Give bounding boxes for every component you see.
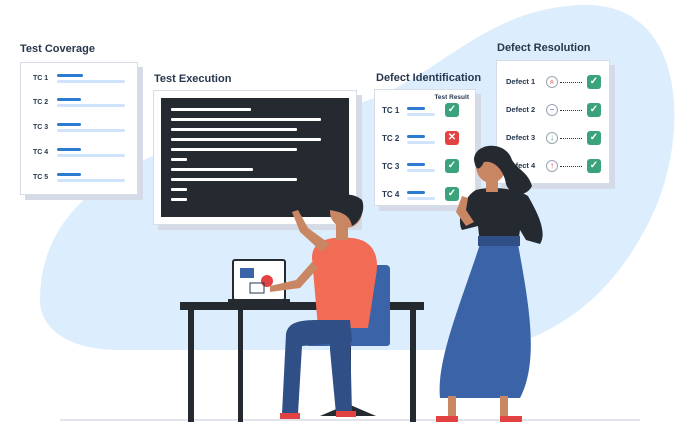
coverage-label: TC 5	[33, 174, 49, 181]
code-line	[171, 158, 187, 161]
code-line	[171, 118, 321, 121]
code-line	[171, 168, 253, 171]
coverage-label: TC 1	[33, 75, 49, 82]
defect-label: Defect 4	[506, 161, 536, 170]
down-arrow-icon: ↓	[546, 132, 558, 144]
coverage-track	[57, 80, 125, 83]
pass-check-icon: ✓	[445, 159, 459, 173]
resolution-row: Defect 2 − ✓	[496, 102, 610, 120]
identification-bar	[407, 191, 425, 194]
test-coverage-card: TC 1 TC 2 TC 3 TC 4 TC 5	[20, 62, 138, 195]
desk	[180, 302, 424, 422]
coverage-bar	[57, 173, 81, 176]
defect-label: Defect 2	[506, 105, 536, 114]
coverage-track	[57, 104, 125, 107]
pass-check-icon: ✓	[445, 103, 459, 117]
identification-label: TC 4	[382, 190, 400, 199]
coverage-row: TC 2	[21, 95, 137, 115]
coverage-row: TC 1	[21, 71, 137, 91]
fail-x-icon: ✕	[445, 131, 459, 145]
code-line	[171, 188, 187, 191]
resolved-check-icon: ✓	[587, 75, 601, 89]
dotted-connector	[560, 110, 582, 111]
coverage-row: TC 5	[21, 170, 137, 190]
identification-row: TC 1 ✓	[374, 103, 476, 123]
code-line	[171, 148, 297, 151]
defect-identification-card: Test Result	[374, 89, 476, 206]
identification-track	[407, 197, 435, 200]
dotted-connector	[560, 166, 582, 167]
defect-label: Defect 3	[506, 133, 536, 142]
identification-track	[407, 169, 435, 172]
identification-row: TC 4 ✓	[374, 187, 476, 207]
test-result-column-label: Test Result	[434, 94, 469, 101]
test-execution-heading: Test Execution	[154, 73, 232, 85]
resolution-row: Defect 1»✓	[496, 74, 610, 92]
identification-label: TC 2	[382, 134, 400, 143]
identification-label: TC 1	[382, 106, 400, 115]
coverage-track	[57, 129, 125, 132]
laptop	[228, 259, 290, 303]
dotted-connector	[560, 82, 582, 83]
test-coverage-heading: Test Coverage	[20, 43, 95, 55]
identification-row: TC 3 ✓	[374, 159, 476, 179]
defect-label: Defect 1	[506, 77, 536, 86]
resolved-check-icon: ✓	[587, 131, 601, 145]
terminal-window	[161, 98, 349, 217]
resolution-row: Defect 4 ↑ ✓	[496, 158, 610, 176]
identification-row: TC 2 ✕	[374, 131, 476, 151]
code-line	[171, 108, 251, 111]
resolved-check-icon: ✓	[587, 103, 601, 117]
dotted-connector	[560, 138, 582, 139]
coverage-bar	[57, 98, 81, 101]
identification-bar	[407, 163, 425, 166]
code-line	[171, 128, 297, 131]
minus-icon: −	[546, 104, 558, 116]
resolved-check-icon: ✓	[587, 159, 601, 173]
coverage-bar	[57, 148, 81, 151]
code-line	[171, 178, 297, 181]
identification-track	[407, 141, 435, 144]
coverage-row: TC 4	[21, 145, 137, 165]
code-line	[171, 198, 187, 201]
code-line	[171, 138, 321, 141]
standing-person	[436, 145, 543, 422]
coverage-bar	[57, 123, 81, 126]
resolution-row: Defect 3 ↓ ✓	[496, 130, 610, 148]
up-arrow-icon: ↑	[546, 160, 558, 172]
coverage-label: TC 4	[33, 149, 49, 156]
pass-check-icon: ✓	[445, 187, 459, 201]
identification-bar	[407, 135, 425, 138]
coverage-row: TC 3	[21, 120, 137, 140]
identification-label: TC 3	[382, 162, 400, 171]
seated-person	[270, 194, 377, 419]
coverage-bar	[57, 74, 83, 77]
coverage-label: TC 2	[33, 99, 49, 106]
coverage-track	[57, 154, 125, 157]
defect-resolution-heading: Defect Resolution	[497, 42, 591, 54]
defect-identification-heading: Defect Identification	[376, 72, 482, 84]
identification-bar	[407, 107, 425, 110]
identification-track	[407, 113, 435, 116]
coverage-label: TC 3	[33, 124, 49, 131]
coverage-track	[57, 179, 125, 182]
test-execution-screen	[153, 90, 357, 225]
